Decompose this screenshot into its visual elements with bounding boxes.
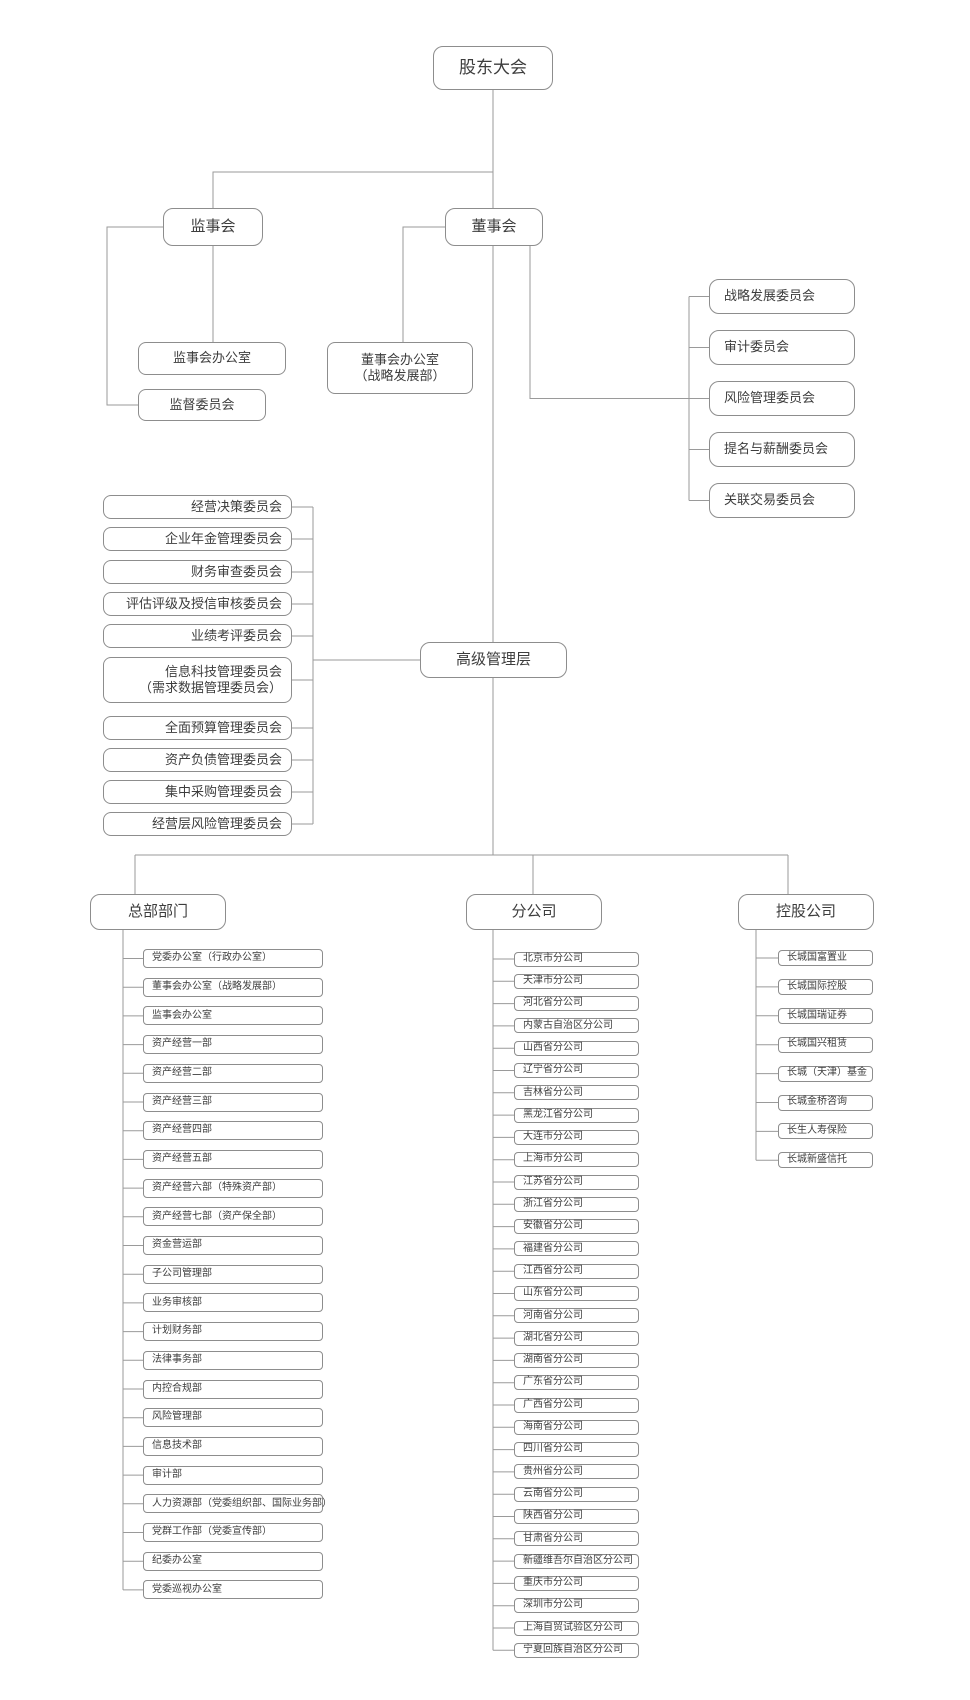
mgmt-committee-item: 经营层风险管理委员会 — [103, 812, 292, 836]
hq-dept-item: 资产经营五部 — [143, 1149, 323, 1169]
branch-item: 辽宁省分公司 — [514, 1063, 639, 1078]
node-board-office: 董事会办公室 （战略发展部） — [327, 342, 473, 394]
hq-dept-item: 监事会办公室 — [143, 1006, 323, 1026]
connector-path — [106, 90, 789, 1651]
branch-item: 江西省分公司 — [514, 1263, 639, 1279]
hq-dept-item: 资产经营七部（资产保全部） — [143, 1207, 323, 1227]
hq-dept-item: 业务审核部 — [143, 1293, 323, 1313]
board-committee-item: 战略发展委员会 — [709, 279, 855, 314]
mgmt-committee-item: 评估评级及授信审核委员会 — [103, 592, 292, 616]
hq-dept-item: 资产经营六部（特殊资产部） — [143, 1178, 323, 1198]
hq-dept-item: 资产经营一部 — [143, 1035, 323, 1055]
node-shareholders-meeting: 股东大会 — [433, 46, 553, 90]
branch-item: 北京市分公司 — [514, 951, 639, 967]
hq-dept-item: 资产经营四部 — [143, 1121, 323, 1141]
hq-dept-item: 人力资源部（党委组织部、国际业务部） — [143, 1494, 332, 1514]
column-header-holdings: 控股公司 — [738, 894, 874, 930]
board-committee-item: 关联交易委员会 — [709, 483, 855, 518]
hq-dept-item: 党群工作部（党委宣传部） — [143, 1523, 323, 1542]
branch-item: 湖南省分公司 — [514, 1352, 639, 1368]
branch-item: 福建省分公司 — [514, 1241, 639, 1257]
branch-item: 山东省分公司 — [514, 1286, 639, 1301]
branch-item: 新疆维吾尔自治区分公司 — [514, 1553, 639, 1569]
board-committee-item: 风险管理委员会 — [709, 381, 855, 416]
holding-item: 长城国际控股 — [778, 978, 873, 995]
node-senior-management: 高级管理层 — [420, 642, 567, 678]
mgmt-committee-line2: （需求数据管理委员会） — [138, 680, 282, 695]
board-committee-item: 审计委员会 — [709, 330, 855, 365]
mgmt-committee-item: 信息科技管理委员会（需求数据管理委员会） — [103, 657, 292, 703]
holding-item: 长城国富置业 — [778, 950, 873, 966]
branch-item: 海南省分公司 — [514, 1419, 639, 1435]
holding-item: 长城国瑞证券 — [778, 1007, 873, 1024]
hq-dept-item: 信息技术部 — [143, 1436, 323, 1456]
branch-item: 上海自贸试验区分公司 — [514, 1620, 639, 1636]
node-supervision-committee: 监督委员会 — [138, 389, 266, 421]
branch-item: 广西省分公司 — [514, 1397, 639, 1413]
mgmt-committee-item: 集中采购管理委员会 — [103, 780, 292, 804]
branch-item: 河北省分公司 — [514, 996, 639, 1012]
branch-item: 江苏省分公司 — [514, 1174, 639, 1190]
branch-item: 天津市分公司 — [514, 973, 639, 989]
mgmt-committee-item: 业绩考评委员会 — [103, 624, 292, 648]
branch-item: 湖北省分公司 — [514, 1330, 639, 1346]
node-supervisory-board: 监事会 — [163, 208, 263, 246]
branch-item: 内蒙古自治区分公司 — [514, 1018, 639, 1034]
mgmt-committee-line1: 信息科技管理委员会 — [164, 663, 282, 679]
board-office-line2: （战略发展部） — [354, 368, 446, 383]
holding-item: 长城国兴租赁 — [778, 1036, 873, 1053]
branch-item: 浙江省分公司 — [514, 1196, 639, 1212]
board-committee-item: 提名与薪酬委员会 — [709, 432, 855, 467]
hq-dept-item: 计划财务部 — [143, 1322, 323, 1342]
hq-dept-item: 董事会办公室（战略发展部） — [143, 977, 323, 997]
branch-item: 山西省分公司 — [514, 1040, 639, 1056]
branch-item: 宁夏回族自治区分公司 — [514, 1642, 639, 1658]
mgmt-committee-item: 资产负债管理委员会 — [103, 748, 292, 772]
hq-dept-item: 审计部 — [143, 1465, 323, 1485]
hq-dept-item: 资产经营二部 — [143, 1063, 323, 1083]
column-header-branches: 分公司 — [466, 894, 602, 930]
branch-item: 安徽省分公司 — [514, 1219, 639, 1235]
hq-dept-item: 内控合规部 — [143, 1379, 323, 1399]
hq-dept-item: 党委巡视办公室 — [143, 1580, 323, 1600]
branch-item: 重庆市分公司 — [514, 1575, 639, 1591]
node-board-of-directors: 董事会 — [445, 208, 543, 246]
board-office-line1: 董事会办公室 — [360, 351, 439, 367]
column-header-headquarters: 总部部门 — [90, 894, 226, 930]
holding-item: 长生人寿保险 — [778, 1123, 873, 1140]
mgmt-committee-item: 企业年金管理委员会 — [103, 527, 292, 551]
branch-item: 甘肃省分公司 — [514, 1531, 639, 1547]
hq-dept-item: 纪委办公室 — [143, 1551, 323, 1571]
branch-item: 四川省分公司 — [514, 1442, 639, 1458]
node-supervisory-board-office: 监事会办公室 — [138, 342, 286, 375]
branch-item: 陕西省分公司 — [514, 1509, 639, 1524]
branch-item: 河南省分公司 — [514, 1308, 639, 1324]
mgmt-committee-item: 全面预算管理委员会 — [103, 716, 292, 740]
branch-item: 吉林省分公司 — [514, 1085, 639, 1101]
hq-dept-item: 党委办公室（行政办公室） — [143, 949, 323, 968]
holding-item: 长城金桥咨询 — [778, 1094, 873, 1111]
hq-dept-item: 子公司管理部 — [143, 1264, 323, 1284]
hq-dept-item: 资金营运部 — [143, 1236, 323, 1255]
branch-item: 黑龙江省分公司 — [514, 1107, 639, 1123]
branch-item: 大连市分公司 — [514, 1129, 639, 1145]
branch-item: 深圳市分公司 — [514, 1598, 639, 1614]
hq-dept-item: 资产经营三部 — [143, 1092, 323, 1112]
mgmt-committee-item: 经营决策委员会 — [103, 495, 292, 519]
branch-item: 贵州省分公司 — [514, 1464, 639, 1480]
mgmt-committee-item: 财务审查委员会 — [103, 560, 292, 584]
hq-dept-item: 法律事务部 — [143, 1350, 323, 1370]
holding-item: 长城（天津）基金 — [778, 1065, 873, 1082]
branch-item: 广东省分公司 — [514, 1375, 639, 1391]
hq-dept-item: 风险管理部 — [143, 1408, 323, 1428]
holding-item: 长城新盛信托 — [778, 1152, 873, 1169]
branch-item: 云南省分公司 — [514, 1486, 639, 1502]
branch-item: 上海市分公司 — [514, 1152, 639, 1168]
